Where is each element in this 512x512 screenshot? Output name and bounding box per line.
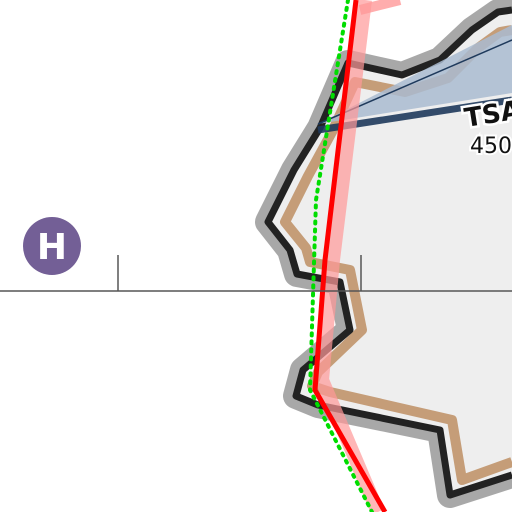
heliport-symbol[interactable]: H: [23, 217, 81, 275]
boundary-lines: [307, 0, 402, 512]
heliport-icon: [23, 217, 81, 275]
red-boundary-line: [312, 0, 388, 512]
airspace-label[interactable]: TSA 450: [460, 93, 512, 161]
airspace-altitude-label: 450: [470, 134, 512, 159]
heliport-letter: H: [37, 227, 67, 268]
route-line: [0, 255, 512, 292]
green-dotted-boundary: [307, 0, 374, 512]
red-top-segment: [358, 0, 402, 15]
corridor-fill: [318, 25, 512, 124]
